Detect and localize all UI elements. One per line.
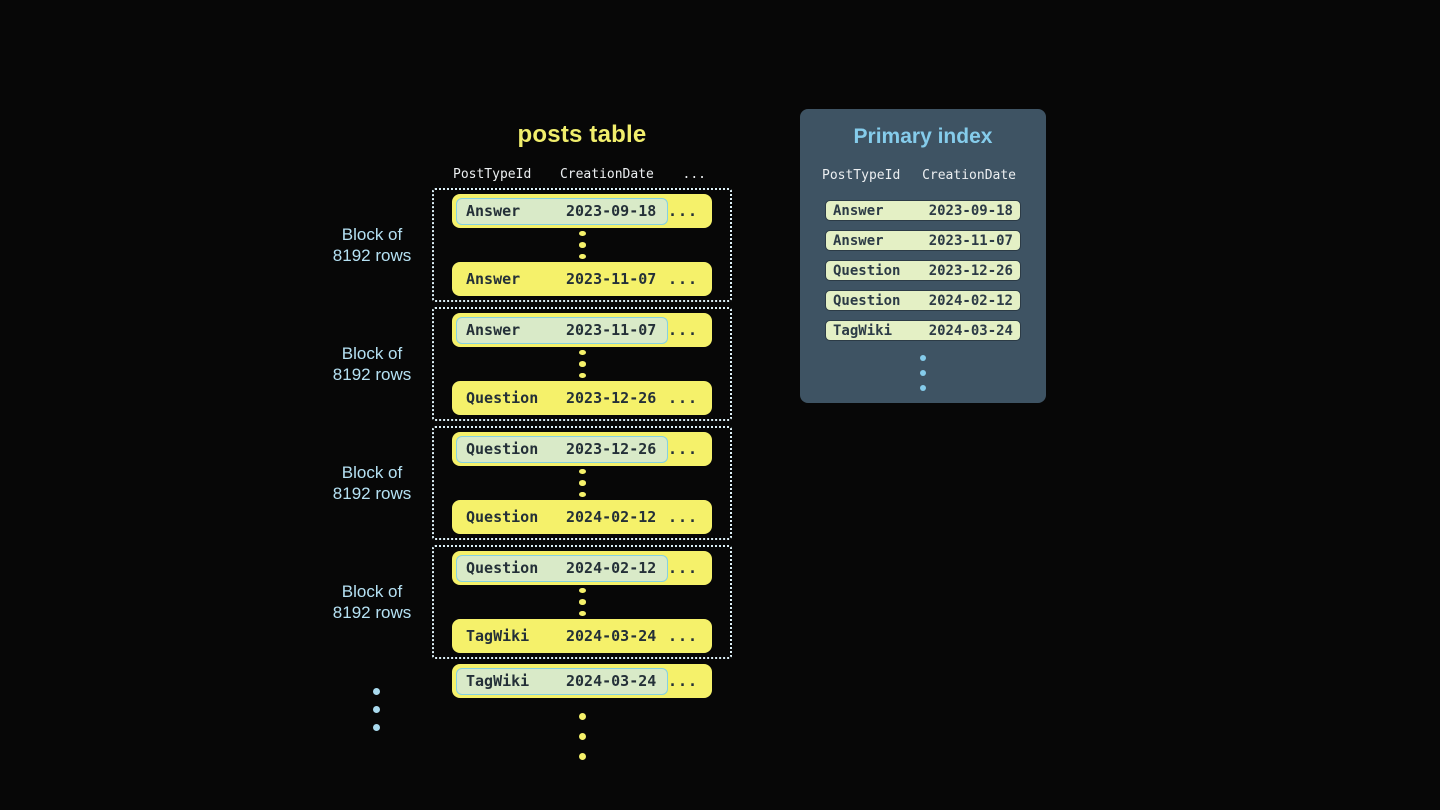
vertical-ellipsis-icon bbox=[434, 585, 730, 619]
table-block-1: Block of 8192 rows Answer 2023-09-18 ...… bbox=[333, 188, 732, 302]
table-row: Answer 2023-09-18 ... bbox=[452, 194, 712, 228]
index-entry: Question 2024-02-12 bbox=[825, 290, 1021, 311]
primary-index-column-headers: PostTypeId CreationDate bbox=[800, 167, 1046, 185]
index-mark-highlight: Question 2024-02-12 bbox=[456, 554, 668, 582]
index-mark-highlight: Answer 2023-11-07 bbox=[456, 316, 668, 344]
posts-table-title: posts table bbox=[517, 121, 647, 148]
table-block-4: Block of 8192 rows Question 2024-02-12 .… bbox=[333, 545, 732, 659]
table-row: Question 2023-12-26 ... bbox=[452, 381, 712, 415]
block-label-4: Block of 8192 rows bbox=[332, 582, 412, 622]
primary-index-title: Primary index bbox=[853, 125, 993, 148]
posts-table-section: posts table PostTypeId CreationDate ... … bbox=[333, 120, 732, 766]
column-header-more: ... bbox=[682, 167, 706, 182]
table-blocks: Block of 8192 rows Answer 2023-09-18 ...… bbox=[333, 188, 732, 659]
vertical-ellipsis-icon bbox=[434, 466, 730, 500]
row-ellipsis: ... bbox=[668, 270, 699, 288]
table-continues-ellipsis-icon bbox=[432, 706, 732, 766]
table-block-2: Block of 8192 rows Answer 2023-11-07 ...… bbox=[333, 307, 732, 421]
column-header-posttypeid: PostTypeId bbox=[822, 168, 901, 183]
row-ellipsis: ... bbox=[668, 672, 699, 690]
table-block-3: Block of 8192 rows Question 2023-12-26 .… bbox=[333, 426, 732, 540]
vertical-ellipsis-icon bbox=[434, 228, 730, 262]
block-label-3: Block of 8192 rows bbox=[332, 463, 412, 503]
index-mark-highlight: Question 2023-12-26 bbox=[456, 435, 668, 463]
row-values: TagWiki 2024-03-24 bbox=[466, 627, 657, 645]
primary-index-rows: Answer 2023-09-18 Answer 2023-11-07 Ques… bbox=[825, 200, 1021, 341]
index-entry: Question 2023-12-26 bbox=[825, 260, 1021, 281]
index-entry: Answer 2023-11-07 bbox=[825, 230, 1021, 251]
table-row: Question 2024-02-12 ... bbox=[452, 500, 712, 534]
row-ellipsis: ... bbox=[668, 321, 699, 339]
row-ellipsis: ... bbox=[668, 202, 699, 220]
column-header-creationdate: CreationDate bbox=[922, 168, 1016, 183]
row-values: Answer 2023-11-07 bbox=[466, 270, 657, 288]
column-header-posttypeid: PostTypeId bbox=[453, 167, 532, 182]
row-values: Question 2023-12-26 bbox=[466, 389, 657, 407]
row-ellipsis: ... bbox=[668, 627, 699, 645]
index-mark-highlight: Answer 2023-09-18 bbox=[456, 197, 668, 225]
table-row: Question 2024-02-12 ... bbox=[452, 551, 712, 585]
posts-table-column-headers: PostTypeId CreationDate ... bbox=[432, 166, 732, 184]
column-header-creationdate: CreationDate bbox=[559, 167, 654, 182]
index-entry: Answer 2023-09-18 bbox=[825, 200, 1021, 221]
index-continues-ellipsis-icon bbox=[800, 350, 1046, 395]
blocks-continue-ellipsis-icon bbox=[362, 682, 390, 736]
row-ellipsis: ... bbox=[668, 389, 699, 407]
table-row: Answer 2023-11-07 ... bbox=[452, 262, 712, 296]
table-row-tail: TagWiki 2024-03-24 ... bbox=[452, 664, 712, 698]
vertical-ellipsis-icon bbox=[434, 347, 730, 381]
table-row: Answer 2023-11-07 ... bbox=[452, 313, 712, 347]
table-row: Question 2023-12-26 ... bbox=[452, 432, 712, 466]
index-mark-highlight: TagWiki 2024-03-24 bbox=[456, 667, 668, 695]
block-label-1: Block of 8192 rows bbox=[332, 225, 412, 265]
block-label-2: Block of 8192 rows bbox=[332, 344, 412, 384]
primary-index-panel: Primary index PostTypeId CreationDate An… bbox=[800, 109, 1046, 403]
row-ellipsis: ... bbox=[668, 508, 699, 526]
row-ellipsis: ... bbox=[668, 559, 699, 577]
table-row: TagWiki 2024-03-24 ... bbox=[452, 619, 712, 653]
row-values: Question 2024-02-12 bbox=[466, 508, 657, 526]
row-ellipsis: ... bbox=[668, 440, 699, 458]
index-entry: TagWiki 2024-03-24 bbox=[825, 320, 1021, 341]
